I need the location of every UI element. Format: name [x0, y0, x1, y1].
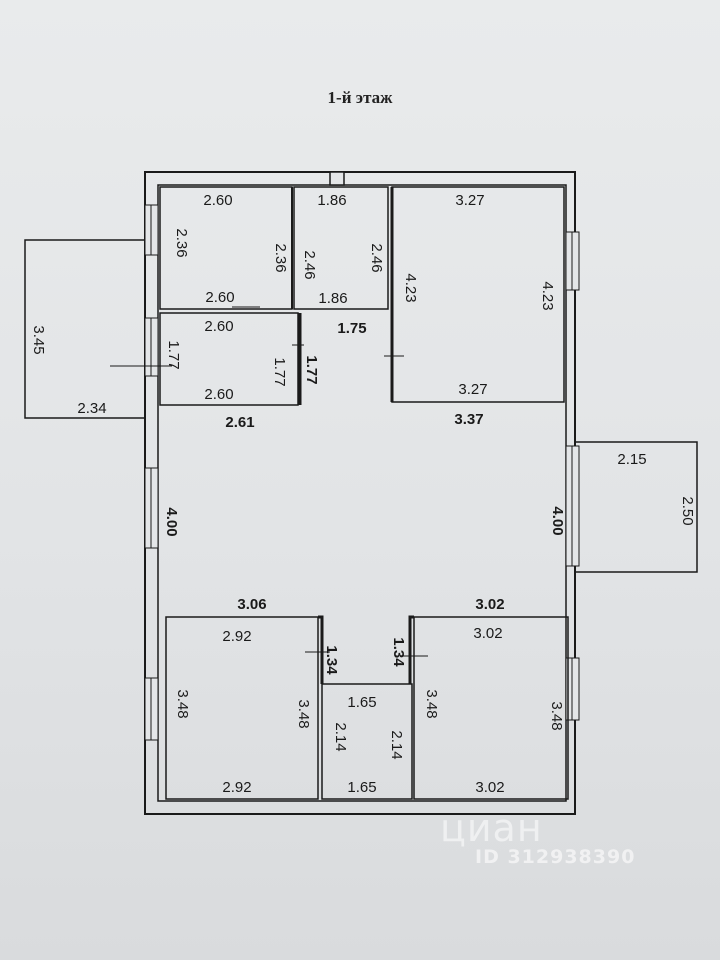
- dim-r2-left: 2.46: [301, 250, 318, 279]
- window-left-3: [144, 467, 159, 549]
- room-7-walls: [413, 616, 569, 800]
- dim-passage-right: 1.34: [390, 637, 407, 667]
- window-right-3: [565, 657, 580, 721]
- dim-r3-top: 3.27: [455, 192, 484, 209]
- dim-r1-right: 2.36: [272, 243, 289, 272]
- dim-r3-right: 4.23: [539, 281, 556, 310]
- room-2-walls: [293, 186, 389, 310]
- passage-left-wall: [318, 615, 324, 684]
- dim-corridor-top: 1.75: [337, 320, 366, 337]
- dim-r1-bottom: 2.60: [205, 289, 234, 306]
- dim-porch-right-height: 2.50: [679, 496, 696, 525]
- dim-r4-left: 1.77: [165, 340, 182, 369]
- dim-r4-bottom: 2.60: [204, 386, 233, 403]
- dim-r1-left: 2.36: [173, 228, 190, 257]
- porch-left: [24, 239, 145, 419]
- dim-porch-right-width: 2.15: [617, 451, 646, 468]
- dim-hall-top-right: 3.37: [454, 411, 483, 428]
- dim-porch-left-width: 2.34: [77, 400, 106, 417]
- window-top: [329, 171, 345, 186]
- outer-wall-outer: [144, 171, 576, 815]
- dim-r5-top: 2.92: [222, 628, 251, 645]
- room-5-walls: [165, 616, 319, 800]
- window-right-2: [565, 445, 580, 567]
- dim-corridor-side: 1.77: [303, 355, 320, 384]
- dim-r7-right: 3.48: [548, 701, 565, 730]
- dim-r2-right: 2.46: [368, 243, 385, 272]
- window-right-1: [565, 231, 580, 291]
- dim-r2-top: 1.86: [317, 192, 346, 209]
- dim-r1-top: 2.60: [203, 192, 232, 209]
- dim-hall-left: 4.00: [163, 507, 180, 536]
- dim-r5-bottom: 2.92: [222, 779, 251, 796]
- dim-r7-bottom: 3.02: [475, 779, 504, 796]
- dim-r7-left: 3.48: [423, 689, 440, 718]
- dim-hall-bottom-right: 3.02: [475, 596, 504, 613]
- dim-r3-bottom: 3.27: [458, 381, 487, 398]
- dim-porch-left-height: 3.45: [30, 325, 47, 354]
- dim-r6-top: 1.65: [347, 694, 376, 711]
- dim-r6-bottom: 1.65: [347, 779, 376, 796]
- porch-right: [575, 441, 698, 573]
- dim-r5-right: 3.48: [295, 699, 312, 728]
- window-left-2: [144, 317, 159, 377]
- watermark-logo: циан: [440, 806, 543, 850]
- dim-hall-right: 4.00: [549, 506, 566, 535]
- dim-r7-top: 3.02: [473, 625, 502, 642]
- window-left-4: [144, 677, 159, 741]
- watermark-id: ID 312938390: [475, 846, 636, 868]
- passage-right-wall: [408, 615, 414, 684]
- dim-r4-top: 2.60: [204, 318, 233, 335]
- dim-r2-bottom: 1.86: [318, 290, 347, 307]
- dim-r5-left: 3.48: [174, 689, 191, 718]
- dim-r3-left: 4.23: [402, 273, 419, 302]
- room-6-walls: [321, 683, 413, 800]
- floor-title: 1-й этаж: [327, 88, 393, 107]
- dim-r6-right: 2.14: [388, 730, 405, 759]
- dim-hall-top-left: 2.61: [225, 414, 254, 431]
- window-left-1: [144, 204, 159, 256]
- dim-r4-right: 1.77: [271, 357, 288, 386]
- dim-hall-bottom-left: 3.06: [237, 596, 266, 613]
- dim-passage-left: 1.34: [323, 645, 340, 675]
- room-4-walls: [159, 312, 299, 406]
- dim-r6-left: 2.14: [332, 722, 349, 751]
